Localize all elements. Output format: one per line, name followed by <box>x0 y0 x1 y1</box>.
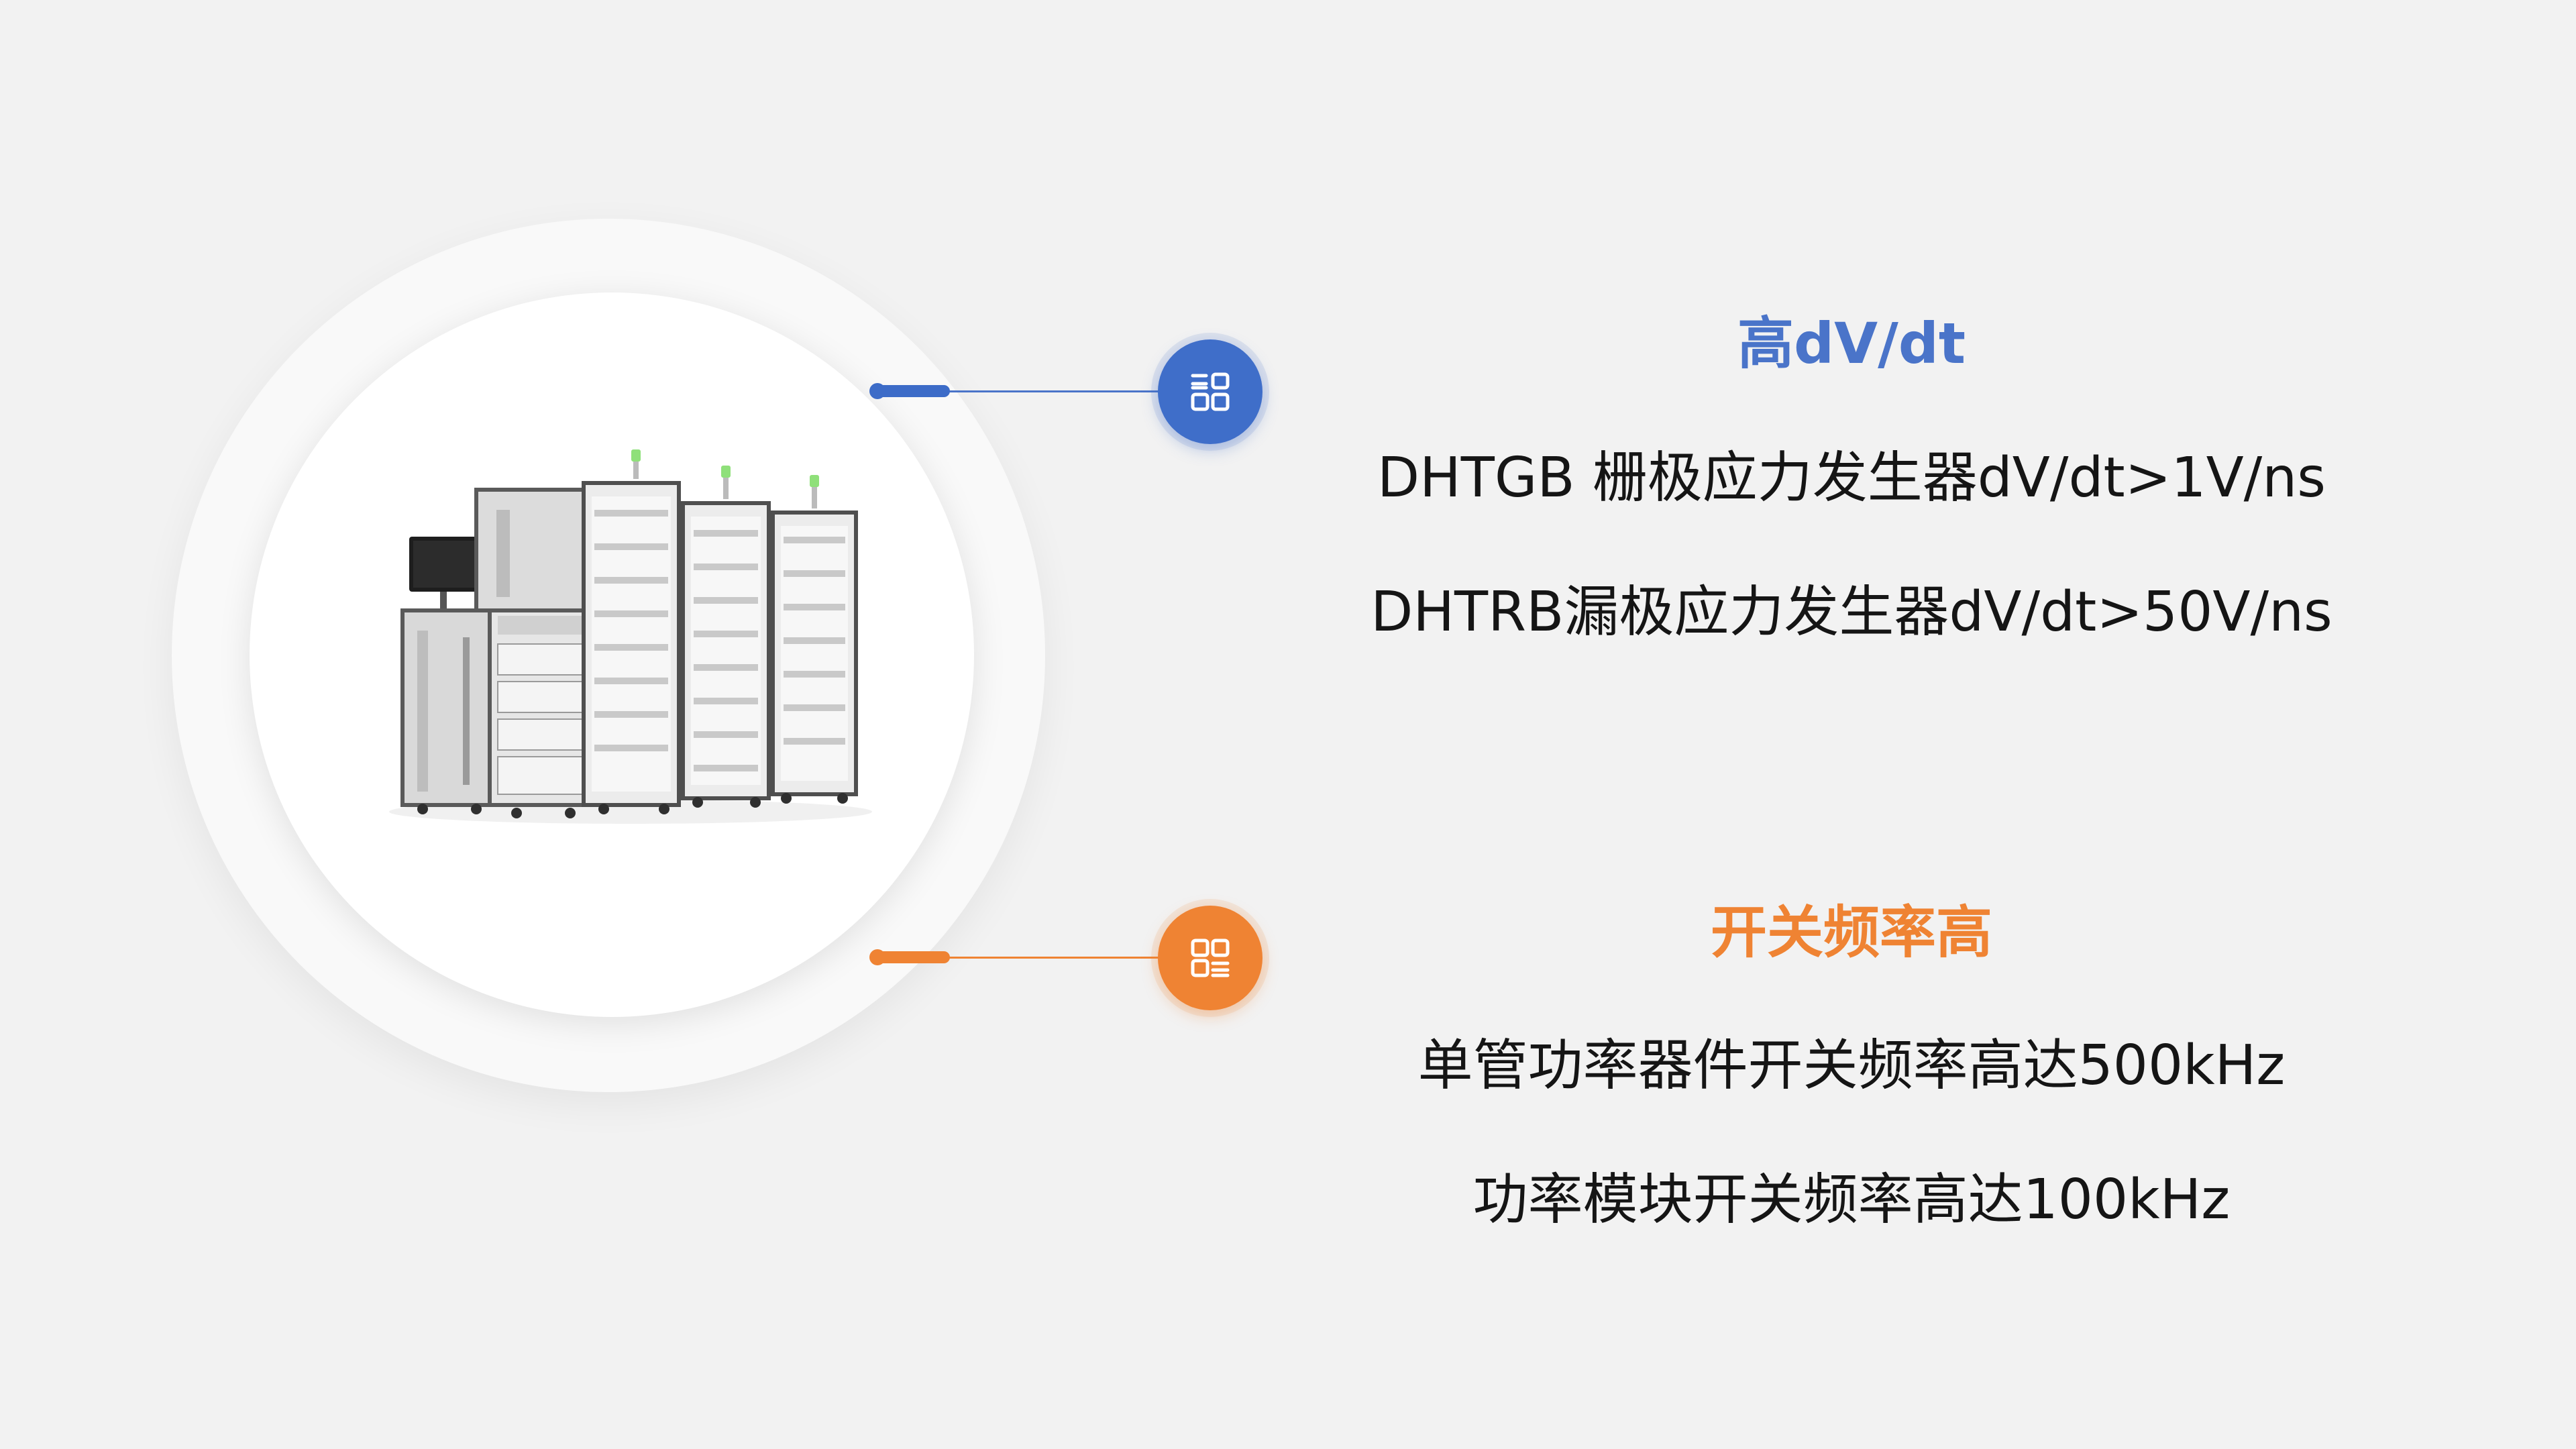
connector-line-frequency <box>872 957 1167 959</box>
connector-line-dvdt <box>872 390 1167 392</box>
connector-tip-dvdt <box>869 383 885 399</box>
feature-line-module: 功率模块开关频率高达100kHz <box>1472 1168 2231 1232</box>
connector-tip-frequency <box>869 949 885 965</box>
connector-arrow-frequency <box>872 951 950 963</box>
feature-line-single-device: 单管功率器件开关频率高达500kHz <box>1417 1034 2286 1097</box>
feature-badge-dvdt <box>1158 339 1263 444</box>
grid-apps-icon <box>1191 372 1230 411</box>
feature-heading-dvdt: 高dV/dt <box>1737 311 1966 376</box>
feature-heading-frequency: 开关频率高 <box>1710 900 1992 965</box>
grid-list-icon <box>1191 938 1230 977</box>
connector-arrow-dvdt <box>872 385 950 397</box>
server-cabinet-equipment-icon <box>389 449 872 824</box>
feature-line-gate-stress: DHTGB 栅极应力发生器dV/dt>1V/ns <box>1377 446 2326 510</box>
feature-badge-frequency <box>1158 906 1263 1010</box>
feature-line-drain-stress: DHTRB漏极应力发生器dV/dt>50V/ns <box>1371 580 2332 644</box>
